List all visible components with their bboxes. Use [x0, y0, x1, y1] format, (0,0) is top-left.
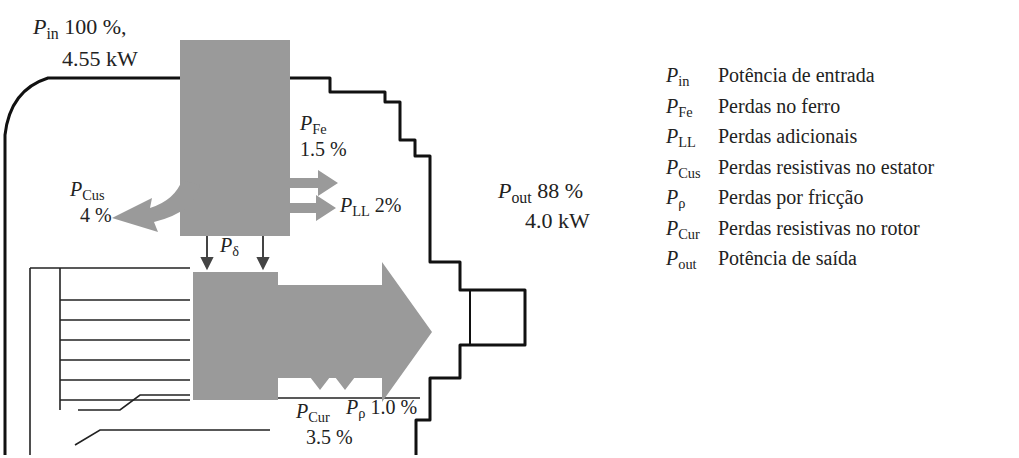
- legend-description: Perdas adicionais: [718, 125, 857, 148]
- loss-value: 3.5 %: [306, 426, 353, 449]
- power-value: 4.0 kW: [525, 208, 590, 233]
- legend-description: Perdas no ferro: [718, 95, 840, 118]
- power-label: Pout 88 %: [498, 178, 583, 203]
- flow-label: Pδ: [220, 234, 239, 257]
- loss-label: PFe: [300, 112, 327, 135]
- loss-label: PCur: [296, 400, 330, 423]
- legend-symbol: PCur: [666, 217, 700, 240]
- loss-value: 4 %: [80, 204, 112, 227]
- legend-description: Perdas por fricção: [718, 186, 864, 209]
- legend-symbol: Pρ: [666, 186, 685, 209]
- legend-symbol: Pout: [666, 247, 697, 270]
- loss-value: 1.5 %: [300, 138, 347, 161]
- loss-label: Pρ 1.0 %: [346, 396, 417, 419]
- power-label: Pin 100 %,: [33, 14, 127, 39]
- legend-symbol: PFe: [666, 95, 693, 118]
- legend-symbol: Pin: [666, 64, 689, 87]
- loss-label: PCus: [70, 178, 105, 201]
- legend-description: Perdas resistivas no rotor: [718, 217, 920, 240]
- legend-symbol: PCus: [666, 156, 701, 179]
- legend-description: Perdas resistivas no estator: [718, 156, 934, 179]
- legend-description: Potência de entrada: [718, 64, 875, 87]
- power-flow: [112, 40, 432, 402]
- pdelta-arrows: [202, 236, 268, 268]
- loss-label: PLL 2%: [340, 194, 401, 217]
- legend-description: Potência de saída: [718, 247, 857, 270]
- power-value: 4.55 kW: [62, 46, 138, 71]
- legend-symbol: PLL: [666, 125, 696, 148]
